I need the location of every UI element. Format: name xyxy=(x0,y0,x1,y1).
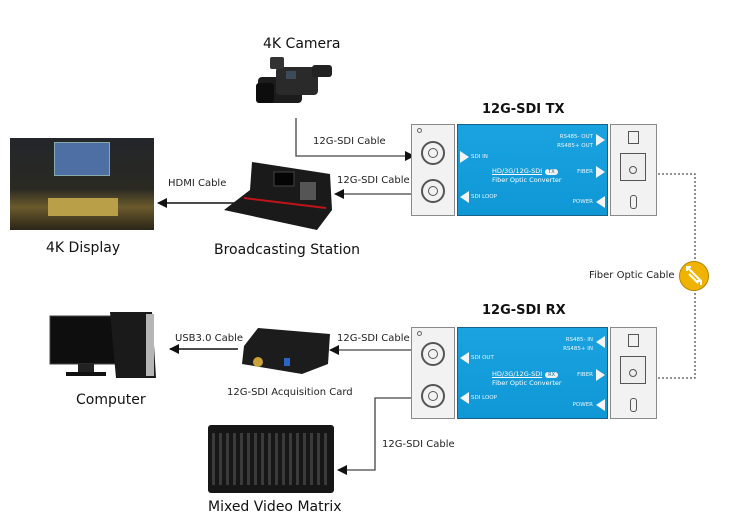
fiber-port-icon xyxy=(620,153,646,181)
broadcasting-station-image xyxy=(222,160,337,232)
port-label: RS485- IN xyxy=(565,337,593,343)
cable-label-rx-to-card: 12G-SDI Cable xyxy=(337,333,410,344)
cable-label-hdmi: HDMI Cable xyxy=(168,178,227,189)
port-label: SDI LOOP xyxy=(471,395,497,401)
display-label: 4K Display xyxy=(46,240,121,256)
port-label: FIBER xyxy=(577,372,593,378)
rx-badge: RX xyxy=(545,372,559,378)
cable-label-tx-to-station: 12G-SDI Cable xyxy=(337,175,410,186)
bnc-connector-icon xyxy=(421,342,445,366)
port-arrow-icon xyxy=(460,352,469,364)
cable-label-camera-to-tx: 12G-SDI Cable xyxy=(313,136,386,147)
display-image xyxy=(10,138,154,230)
port-label: POWER xyxy=(572,402,593,408)
video-matrix-label: Mixed Video Matrix xyxy=(208,499,342,515)
port-arrow-icon xyxy=(596,196,605,208)
rx-bnc-panel xyxy=(411,327,455,419)
fiber-port-icon xyxy=(620,356,646,384)
port-arrow-icon xyxy=(596,166,605,178)
port-arrow-icon xyxy=(460,191,469,203)
port-arrow-icon xyxy=(460,151,469,163)
rx-fiber-panel xyxy=(610,327,657,419)
bnc-connector-icon xyxy=(421,141,445,165)
tx-converter-panel: SDI IN SDI LOOP RS485- OUT RS485+ OUT FI… xyxy=(457,124,608,216)
model-label: HD/3G/12G-SDI xyxy=(492,167,543,175)
tx-title: 12G-SDI TX xyxy=(482,102,565,117)
rx-title: 12G-SDI RX xyxy=(482,303,566,318)
acquisition-card-label: 12G-SDI Acquisition Card xyxy=(227,387,353,398)
cable-rx-to-matrix xyxy=(337,397,412,475)
port-label: RS485- OUT xyxy=(559,134,593,140)
cable-camera-to-tx xyxy=(295,118,415,161)
tx-description: Fiber Optic Converter xyxy=(492,176,562,184)
port-label: RS485+ IN xyxy=(563,346,593,352)
bnc-connector-icon xyxy=(421,384,445,408)
port-label: FIBER xyxy=(577,169,593,175)
cable-label-rx-to-matrix: 12G-SDI Cable xyxy=(382,439,455,450)
power-port-icon xyxy=(630,398,637,412)
video-matrix-image xyxy=(208,425,334,493)
port-arrow-icon xyxy=(596,336,605,348)
bnc-connector-icon xyxy=(421,179,445,203)
camera-label: 4K Camera xyxy=(263,36,341,52)
model-label: HD/3G/12G-SDI xyxy=(492,370,543,378)
port-arrow-icon xyxy=(596,399,605,411)
rx-converter-panel: SDI OUT SDI LOOP RS485- IN RS485+ IN FIB… xyxy=(457,327,608,419)
computer-label: Computer xyxy=(76,392,146,408)
camera-image xyxy=(256,55,336,115)
port-arrow-icon xyxy=(596,369,605,381)
computer-image xyxy=(48,312,158,382)
tx-badge: TX xyxy=(545,169,558,175)
acquisition-card-image xyxy=(240,326,332,376)
cable-label-usb: USB3.0 Cable xyxy=(175,333,243,344)
port-label: RS485+ OUT xyxy=(557,143,593,149)
port-label: SDI LOOP xyxy=(471,194,497,200)
port-label: SDI IN xyxy=(471,154,488,160)
port-label: SDI OUT xyxy=(471,355,494,361)
port-arrow-icon xyxy=(596,134,605,146)
rs485-terminal-icon xyxy=(628,334,639,347)
rs485-terminal-icon xyxy=(628,131,639,144)
cable-label-fiber: Fiber Optic Cable xyxy=(589,270,675,281)
fiber-connector-icon xyxy=(679,261,709,291)
power-port-icon xyxy=(630,195,637,209)
broadcasting-station-label: Broadcasting Station xyxy=(214,242,361,258)
port-arrow-icon xyxy=(460,392,469,404)
tx-fiber-panel xyxy=(610,124,657,216)
tx-bnc-panel xyxy=(411,124,455,216)
rx-description: Fiber Optic Converter xyxy=(492,379,562,387)
port-label: POWER xyxy=(572,199,593,205)
